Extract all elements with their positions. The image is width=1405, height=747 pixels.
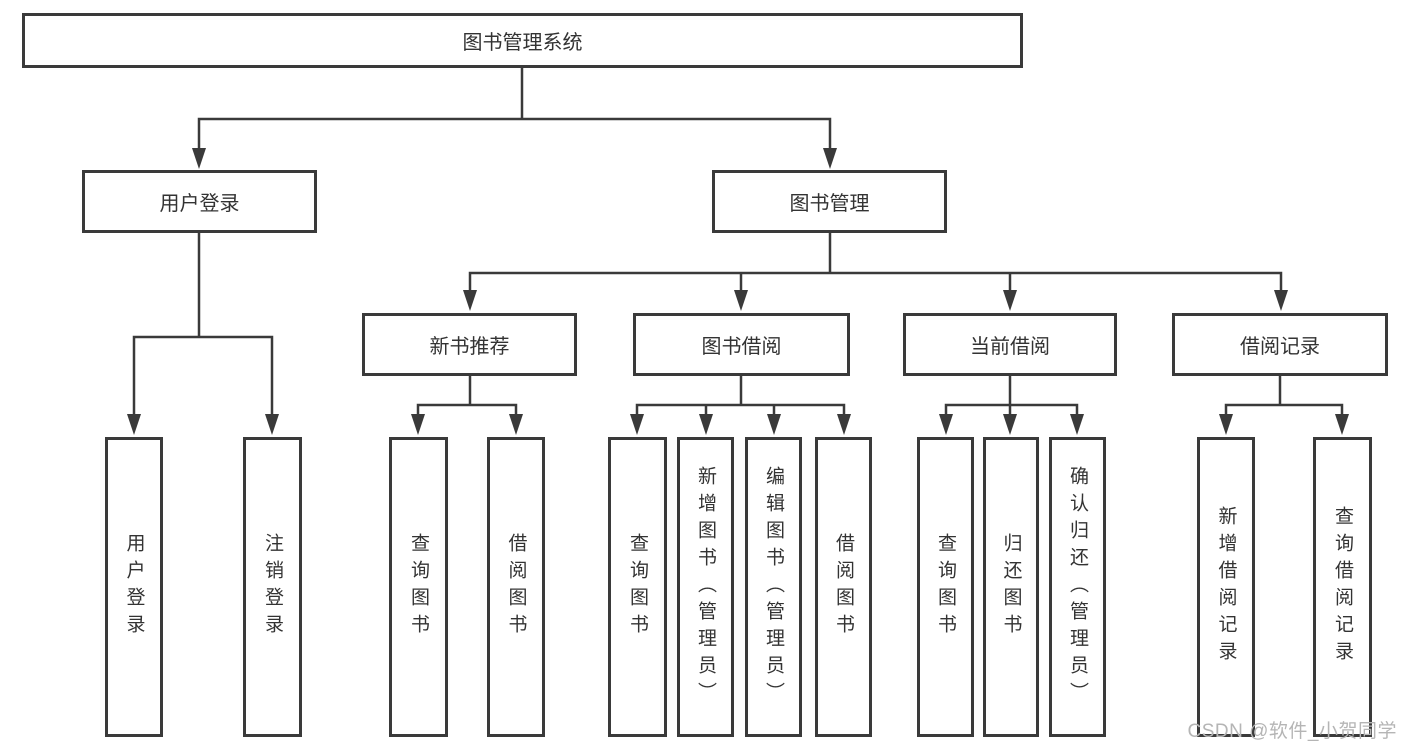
node-new-book-recommendation-label: 新书推荐 (429, 336, 510, 358)
node-user-login-label: 用户登录 (159, 193, 240, 215)
leaf-current-confirm-return-admin-label: 确认归还（管理员） (1067, 465, 1088, 709)
leaf-newbook-query-books-label: 查询图书 (408, 533, 429, 641)
node-borrowing-records-label: 借阅记录 (1240, 336, 1320, 358)
leaf-current-confirm-return-admin: 确认归还（管理员） (1049, 437, 1106, 737)
leaf-record-add-borrow-record: 新增借阅记录 (1197, 437, 1255, 737)
leaf-borrow-borrow-books-label: 借阅图书 (833, 533, 854, 641)
leaf-record-query-borrow-record: 查询借阅记录 (1313, 437, 1372, 737)
connector-root-to-level2 (197, 68, 832, 151)
leaf-record-add-borrow-record-label: 新增借阅记录 (1215, 506, 1237, 668)
leaf-borrow-edit-books-admin: 编辑图书（管理员） (745, 437, 802, 737)
leaf-borrow-add-books-admin-label: 新增图书（管理员） (695, 465, 716, 709)
node-current-borrowing: 当前借阅 (903, 313, 1117, 376)
connector-new-book-children (416, 376, 518, 417)
connector-book-borrow-children (635, 376, 846, 417)
connector-user-login-children (132, 233, 274, 417)
leaf-newbook-borrow-books-label: 借阅图书 (505, 533, 527, 641)
csdn-watermark: CSDN @软件_小贺同学 (1187, 721, 1397, 742)
leaf-newbook-query-books: 查询图书 (389, 437, 448, 737)
node-current-borrowing-label: 当前借阅 (970, 336, 1050, 358)
leaf-current-return-books: 归还图书 (983, 437, 1039, 737)
leaf-logout: 注销登录 (243, 437, 302, 737)
leaf-current-query-books: 查询图书 (917, 437, 974, 737)
leaf-logout-label: 注销登录 (262, 533, 283, 641)
leaf-user-login-label: 用户登录 (123, 533, 145, 641)
node-book-management-label: 图书管理 (789, 193, 870, 215)
connector-current-borrow-children (944, 376, 1079, 417)
node-book-borrowing-label: 图书借阅 (701, 336, 782, 358)
leaf-user-login: 用户登录 (105, 437, 163, 737)
leaf-record-query-borrow-record-label: 查询借阅记录 (1332, 506, 1353, 668)
node-user-login: 用户登录 (82, 170, 317, 233)
leaf-borrow-add-books-admin: 新增图书（管理员） (677, 437, 734, 737)
arrowheads (127, 148, 1349, 435)
node-book-management: 图书管理 (712, 170, 947, 233)
node-book-borrowing: 图书借阅 (633, 313, 850, 376)
leaf-borrow-edit-books-admin-label: 编辑图书（管理员） (763, 465, 784, 709)
node-new-book-recommendation: 新书推荐 (362, 313, 577, 376)
leaf-borrow-borrow-books: 借阅图书 (815, 437, 872, 737)
node-root-system: 图书管理系统 (22, 13, 1023, 68)
leaf-borrow-query-books: 查询图书 (608, 437, 667, 737)
node-borrowing-records: 借阅记录 (1172, 313, 1388, 376)
leaf-current-query-books-label: 查询图书 (935, 533, 956, 641)
node-root-label: 图书管理系统 (462, 32, 583, 54)
leaf-newbook-borrow-books: 借阅图书 (487, 437, 545, 737)
connector-book-mgmt-to-level3 (468, 233, 1283, 293)
connector-borrow-record-children (1224, 376, 1344, 417)
leaf-borrow-query-books-label: 查询图书 (627, 533, 648, 641)
leaf-current-return-books-label: 归还图书 (1000, 533, 1022, 641)
